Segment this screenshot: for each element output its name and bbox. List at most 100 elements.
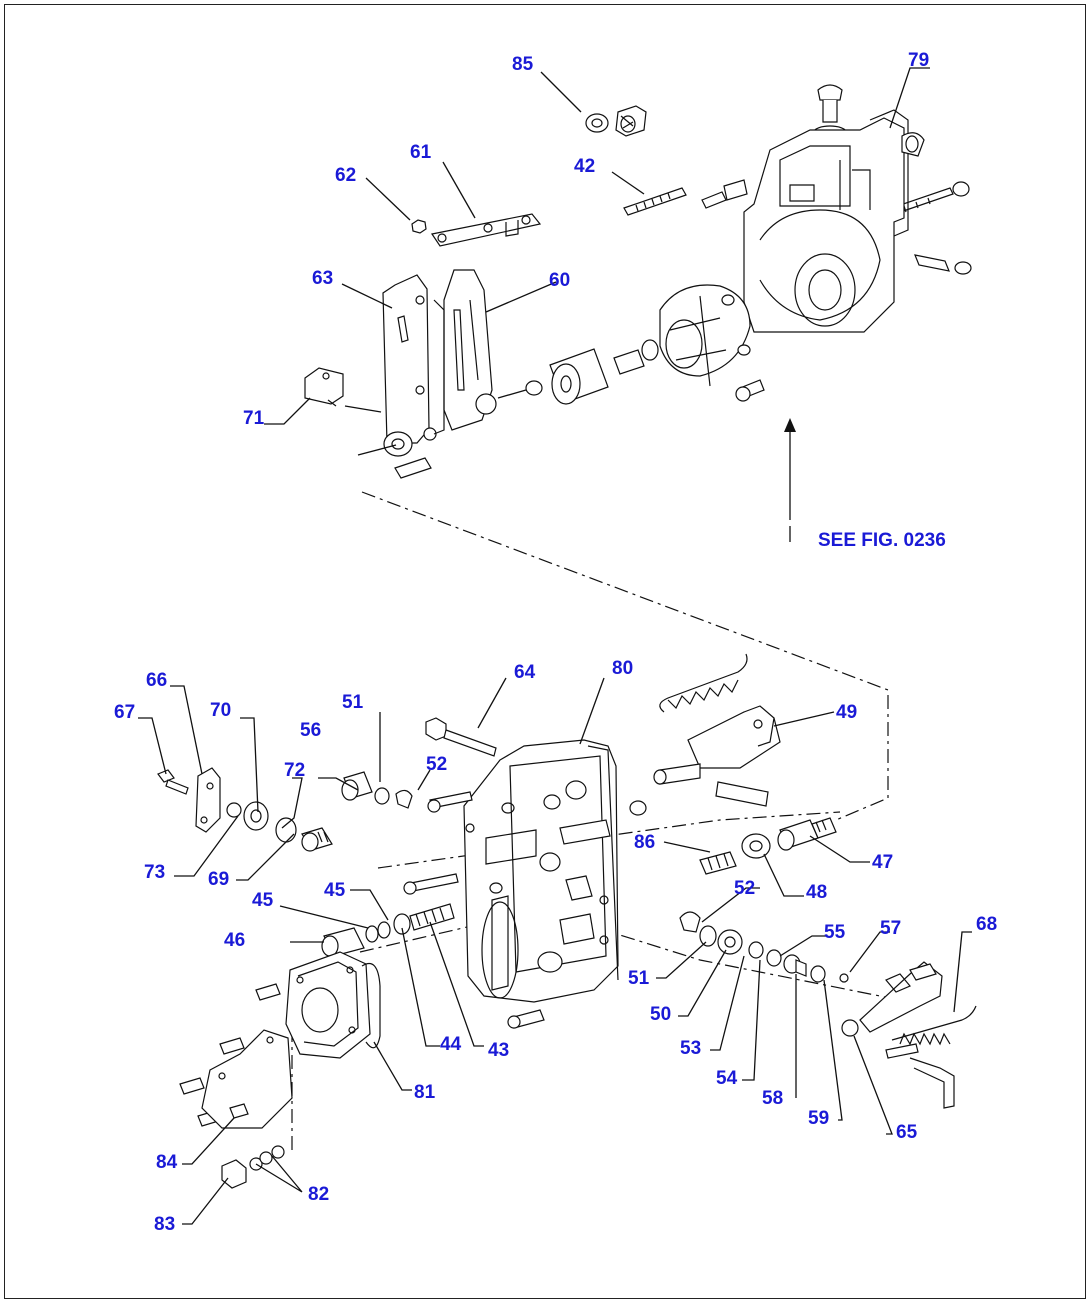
part-47-adjuster [777, 817, 837, 851]
part-80-main-body [463, 739, 619, 1003]
part-49-lever-shaft [629, 705, 781, 816]
callout-c80: 80 [612, 658, 633, 679]
callout-c43: 43 [488, 1040, 509, 1061]
callout-c47: 47 [872, 852, 893, 873]
callout-c73: 73 [144, 862, 165, 883]
callout-c55: 55 [824, 922, 846, 943]
governor-sleeve [525, 339, 659, 405]
callout-c82: 82 [308, 1184, 329, 1205]
center-line-c [359, 909, 901, 1001]
callout-c59: 59 [808, 1108, 829, 1129]
drawing-frame [4, 4, 1086, 1299]
part-51-oring-upper [374, 787, 390, 805]
part-60-lever [433, 269, 497, 435]
part-70-bushing [243, 801, 269, 831]
part-63-lever [382, 274, 437, 479]
callout-c45b: 45 [324, 880, 346, 901]
callout-c63: 63 [312, 268, 333, 289]
callout-c79: 79 [908, 50, 929, 71]
part-84-bracket [201, 1029, 293, 1129]
part-71-bracket [304, 367, 344, 407]
callout-c84: 84 [156, 1152, 178, 1173]
callout-c56: 56 [300, 720, 321, 741]
part-62-nut [411, 219, 427, 234]
leader-lines-upper [264, 67, 930, 456]
part-61-link [431, 213, 542, 247]
part-55-washer [766, 949, 782, 967]
callout-c54: 54 [716, 1068, 738, 1089]
spring-upper [659, 653, 748, 713]
callout-labels: 85 79 61 62 42 63 60 71 66 67 70 64 80 51 56 52 72 49 73 69… [114, 50, 997, 1235]
callout-c53: 53 [680, 1038, 701, 1059]
reference-arrow [784, 418, 796, 542]
part-57-ball [839, 973, 849, 983]
callout-c48: 48 [806, 882, 827, 903]
part-48-collar [741, 833, 771, 859]
part-43-spring [409, 903, 455, 931]
callout-c51b: 51 [628, 968, 650, 989]
callout-c42: 42 [574, 156, 595, 177]
part-52-clip-upper [395, 789, 413, 809]
part-79-housing [743, 84, 925, 333]
callout-c60: 60 [549, 270, 570, 291]
part-56-sleeve [341, 771, 373, 801]
callout-c72: 72 [284, 760, 305, 781]
center-line-a [361, 491, 889, 821]
callout-c50: 50 [650, 1004, 671, 1025]
upper-assembly [264, 67, 972, 542]
callout-c67: 67 [114, 702, 135, 723]
part-59-washer [810, 965, 826, 983]
callout-c83: 83 [154, 1214, 175, 1235]
part-46-cap [321, 927, 365, 957]
callout-c44: 44 [440, 1034, 462, 1055]
part-85-plug [585, 105, 647, 137]
callout-c46: 46 [224, 930, 245, 951]
part-82-washers [249, 1145, 285, 1171]
part-65-lever [841, 961, 943, 1037]
part-52-clip-lower [679, 911, 701, 933]
callout-c64: 64 [514, 662, 536, 683]
stud-43-upper [403, 873, 459, 895]
part-54-washer [748, 941, 764, 959]
callout-c58: 58 [762, 1088, 783, 1109]
leader-lines-lower [138, 677, 972, 1225]
callout-c52b: 52 [734, 878, 755, 899]
flyweight-assembly [659, 284, 751, 387]
callout-c51a: 51 [342, 692, 364, 713]
part-72-oring [275, 817, 297, 843]
part-86-spring [699, 851, 737, 875]
part-42-stud [623, 187, 687, 216]
callout-c45a: 45 [252, 890, 274, 911]
part-68-spring [885, 1005, 977, 1109]
callout-c68: 68 [976, 914, 997, 935]
callout-c85: 85 [512, 54, 534, 75]
part-73-washer [226, 802, 242, 818]
reference-note: SEE FIG. 0236 [818, 530, 946, 551]
callout-c66: 66 [146, 670, 167, 691]
part-83-nut [221, 1159, 247, 1189]
part-66-plate [195, 767, 221, 833]
callout-c81: 81 [414, 1082, 436, 1103]
part-81-gasket [361, 962, 381, 1049]
callout-c71: 71 [243, 408, 265, 429]
cover-plate [285, 951, 371, 1059]
part-53-bushing [717, 929, 743, 955]
callout-c86: 86 [634, 832, 655, 853]
bolts-left [179, 983, 545, 1127]
callout-c69: 69 [208, 869, 229, 890]
callout-c70: 70 [210, 700, 231, 721]
callout-c52a: 52 [426, 754, 447, 775]
bolt-mid [427, 791, 473, 813]
part-69-shaft [301, 827, 333, 852]
part-64-bolt [425, 717, 497, 757]
part-50-oring [699, 925, 717, 947]
callout-c57: 57 [880, 918, 901, 939]
part-67-bolt [157, 769, 189, 795]
part-58-shaft [783, 954, 807, 977]
callout-c49: 49 [836, 702, 857, 723]
callout-c62: 62 [335, 165, 356, 186]
callout-c61: 61 [410, 142, 432, 163]
lower-assembly [138, 491, 977, 1225]
callout-c65: 65 [896, 1122, 918, 1143]
